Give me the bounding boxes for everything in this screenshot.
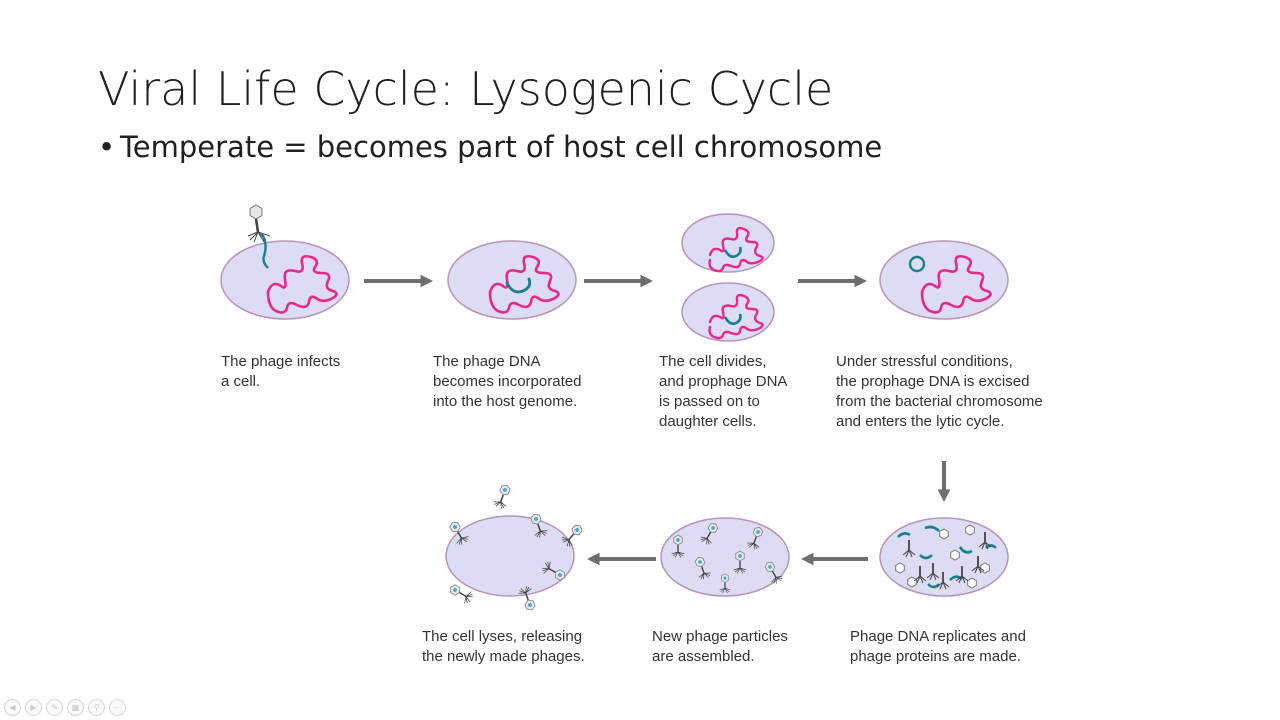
prev-icon[interactable]: ◀: [4, 699, 21, 716]
cell-assemble: [660, 517, 790, 597]
slide-title: Viral Life Cycle: Lysogenic Cycle: [98, 62, 834, 116]
bullet-text: Temperate = becomes part of host cell ch…: [120, 130, 883, 164]
caption-incorporate: The phage DNA becomes incorporated into …: [433, 353, 582, 410]
caption-replicate: Phage DNA replicates and phage proteins …: [850, 628, 1026, 665]
caption-excise: Under stressful conditions, the prophage…: [836, 353, 1043, 430]
cell-infect: [220, 240, 350, 320]
bullet-item: •Temperate = becomes part of host cell c…: [98, 130, 882, 164]
next-icon[interactable]: ▶: [25, 699, 42, 716]
pen-icon[interactable]: ✎: [46, 699, 63, 716]
bullet-dot: •: [98, 130, 116, 164]
phage-attached: [247, 204, 271, 269]
daughter-cell-top: [681, 213, 775, 273]
slideshow-toolbar: ◀ ▶ ✎ ▦ ⚲ ⋯: [4, 699, 126, 716]
cell-excised: [879, 240, 1009, 320]
caption-lyse: The cell lyses, releasing the newly made…: [422, 628, 585, 665]
cell-incorporate: [447, 240, 577, 320]
caption-assemble: New phage particles are assembled.: [652, 628, 788, 665]
caption-divide: The cell divides, and prophage DNA is pa…: [659, 353, 788, 430]
cell-replicate: [879, 517, 1009, 597]
daughter-cell-bottom: [681, 282, 775, 342]
more-icon[interactable]: ⋯: [109, 699, 126, 716]
cell-lyse: [445, 482, 587, 613]
caption-infect: The phage infects a cell.: [221, 353, 341, 390]
zoom-icon[interactable]: ⚲: [88, 699, 105, 716]
slides-icon[interactable]: ▦: [67, 699, 84, 716]
